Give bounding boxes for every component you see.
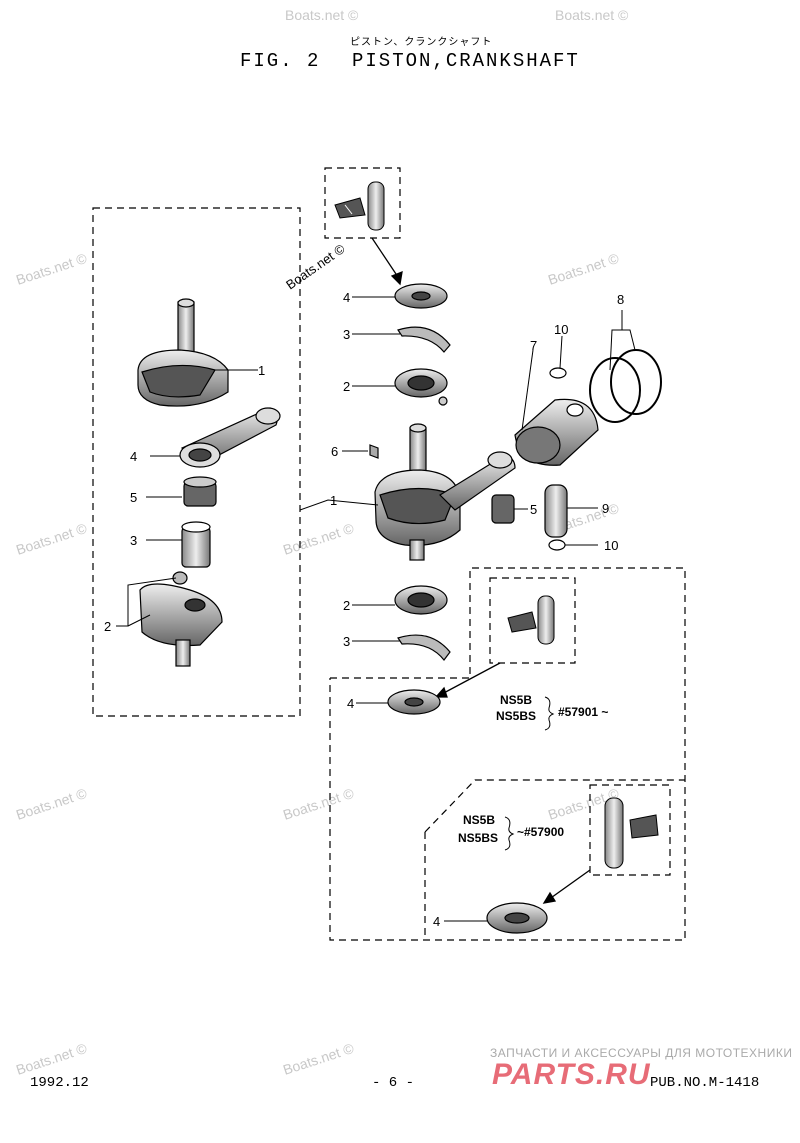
svg-text:NS5B: NS5B: [463, 813, 495, 827]
center-parts: [369, 283, 548, 934]
watermark: Boats.net ©: [555, 7, 629, 23]
figure-number: FIG. 2: [240, 50, 321, 72]
publication-date: 1992.12: [30, 1075, 89, 1091]
part-number: 10: [554, 322, 568, 337]
page-number: - 6 -: [372, 1075, 415, 1091]
watermark: Boats.net ©: [546, 250, 621, 288]
part-number: 9: [602, 501, 609, 516]
part-number: 8: [617, 292, 624, 307]
part-number: 3: [130, 533, 137, 548]
part-number: 6: [331, 444, 338, 459]
watermark: Boats.net ©: [14, 1040, 89, 1078]
part-numbers: 1 4 5 3 2 4 3 2 6 1 2 3 4 10 7 8 5 9 10 …: [104, 290, 624, 929]
part-number: 4: [130, 449, 137, 464]
part-number: 5: [530, 502, 537, 517]
part-number: 4: [347, 696, 354, 711]
japanese-title: ピストン、クランクシャフト: [350, 37, 493, 48]
watermark: Boats.net ©: [14, 520, 89, 558]
detail-arrows: [371, 237, 591, 904]
model-note-1: NS5B NS5BS #57901 ~: [496, 693, 608, 731]
part-number: 4: [343, 290, 350, 305]
svg-text:~#57900: ~#57900: [517, 825, 564, 839]
watermark: Boats.net ©: [14, 250, 89, 288]
watermark: Boats.net ©: [281, 1040, 356, 1078]
part-number: 4: [433, 914, 440, 929]
shop-logo: PARTS.RU: [492, 1058, 651, 1091]
shop-subtitle: ЗАПЧАСТИ И АКСЕССУАРЫ ДЛЯ МОТОТЕХНИКИ: [490, 1046, 793, 1060]
piston-and-rings: [514, 349, 662, 551]
svg-text:#57901 ~: #57901 ~: [558, 705, 608, 719]
part-number: 3: [343, 327, 350, 342]
leader-lines: [116, 296, 636, 922]
part-number: 7: [530, 338, 537, 353]
part-number: 10: [604, 538, 618, 553]
svg-text:NS5B: NS5B: [500, 693, 532, 707]
inset-top-detail: [334, 181, 385, 231]
dashed-frames: [92, 167, 686, 941]
part-number: 2: [343, 598, 350, 613]
part-number: 2: [343, 379, 350, 394]
svg-text:NS5BS: NS5BS: [496, 709, 536, 723]
inset-middle-detail: [507, 595, 555, 645]
inset-bottom-detail: [604, 797, 659, 869]
part-number: 3: [343, 634, 350, 649]
part-number: 1: [258, 363, 265, 378]
model-note-2: NS5B NS5BS ~#57900: [458, 813, 564, 851]
part-number: 2: [104, 619, 111, 634]
part-number: 1: [330, 493, 337, 508]
publication-number: PUB.NO.M-1418: [650, 1075, 760, 1091]
watermark: Boats.net ©: [285, 7, 359, 23]
svg-text:NS5BS: NS5BS: [458, 831, 498, 845]
watermark: Boats.net ©: [281, 520, 356, 558]
watermark: Boats.net ©: [281, 785, 356, 823]
watermark-dark: Boats.net ©: [283, 241, 348, 293]
left-crankshaft-assembly: [137, 298, 281, 667]
figure-title: PISTON,CRANKSHAFT: [352, 50, 580, 72]
watermark: Boats.net ©: [14, 785, 89, 823]
part-number: 5: [130, 490, 137, 505]
